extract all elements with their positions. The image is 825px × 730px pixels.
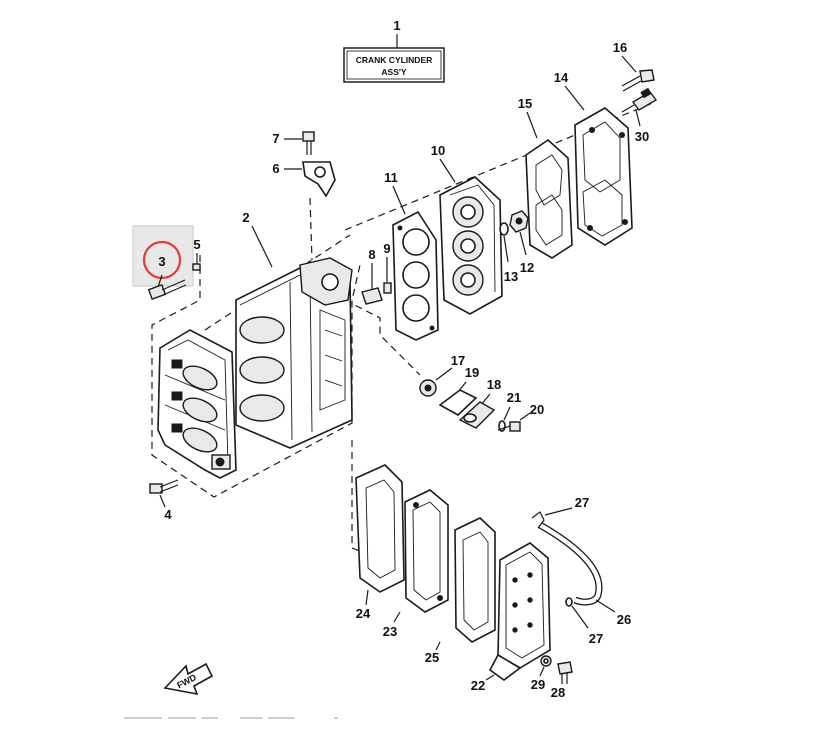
screw-9: 9	[383, 241, 392, 294]
callout-17: 17	[451, 353, 465, 368]
callout-26: 26	[617, 612, 631, 627]
callout-20: 20	[530, 402, 544, 417]
spark-plug-30: 30	[621, 87, 658, 144]
callout-2: 2	[242, 210, 249, 225]
title-line-1: CRANK CYLINDER	[356, 55, 433, 65]
callout-13: 13	[504, 269, 518, 284]
callout-5: 5	[193, 237, 200, 252]
hose-26: 26	[538, 521, 631, 627]
highlight-circle	[142, 240, 182, 280]
callout-29: 29	[531, 677, 545, 692]
cylinder-block	[235, 257, 353, 449]
gasket-15: 15	[518, 96, 573, 259]
title-block: 1 CRANK CYLINDER ASS'Y	[343, 18, 445, 83]
washer-21: 21	[498, 390, 521, 432]
pin-5: 5	[192, 237, 201, 271]
thermostat-17: 17	[419, 353, 465, 397]
callout-24: 24	[356, 606, 371, 621]
gasket-24: 24	[355, 464, 405, 621]
callout-28: 28	[551, 685, 565, 700]
plate-23: 23	[383, 489, 449, 639]
highlight-part-3: 3	[132, 225, 194, 300]
cylinder-head-10: 10	[431, 143, 503, 315]
crankcase-half	[157, 329, 237, 479]
washer-29: 29	[531, 655, 552, 692]
gasket-19: 19	[438, 365, 479, 416]
callout-21: 21	[507, 390, 521, 405]
cover-18: 18	[458, 377, 501, 429]
gasket-25: 25	[425, 517, 496, 665]
bolt-8: 8	[361, 247, 383, 305]
callout-3: 3	[158, 254, 165, 269]
washer-13: 13	[499, 222, 518, 284]
callout-14: 14	[554, 70, 569, 85]
callout-6: 6	[272, 161, 279, 176]
bolt-7: 7	[272, 131, 315, 155]
callout-18: 18	[487, 377, 501, 392]
clip-27-top: 27	[531, 495, 589, 529]
callout-12: 12	[520, 260, 534, 275]
plug-12: 12	[509, 210, 534, 275]
callout-30: 30	[635, 129, 649, 144]
callout-16: 16	[613, 40, 627, 55]
cover-22: 22	[471, 542, 551, 693]
callout-27-bottom: 27	[589, 631, 603, 646]
bolt-4: 4	[149, 479, 179, 522]
callout-9: 9	[383, 241, 390, 256]
callout-11: 11	[384, 170, 398, 185]
bolt-16: 16	[613, 40, 655, 92]
bolt-20: 20	[497, 402, 544, 432]
callout-27-top: 27	[575, 495, 589, 510]
clamp-6: 6	[272, 161, 336, 261]
callout-4: 4	[164, 507, 172, 522]
callout-23: 23	[383, 624, 397, 639]
callout-1: 1	[393, 18, 400, 33]
fwd-arrow-icon: FWD	[163, 662, 214, 696]
callout-22: 22	[471, 678, 485, 693]
cover-14: 14	[554, 70, 633, 246]
callout-25: 25	[425, 650, 439, 665]
callout-7: 7	[272, 131, 279, 146]
bolt-28: 28	[551, 661, 573, 700]
callout-10: 10	[431, 143, 445, 158]
callout-15: 15	[518, 96, 532, 111]
title-line-2: ASS'Y	[381, 67, 406, 77]
gasket-11: 11	[384, 170, 439, 341]
clip-27-bottom: 27	[565, 597, 603, 646]
callout-19: 19	[465, 365, 479, 380]
callout-8: 8	[368, 247, 375, 262]
